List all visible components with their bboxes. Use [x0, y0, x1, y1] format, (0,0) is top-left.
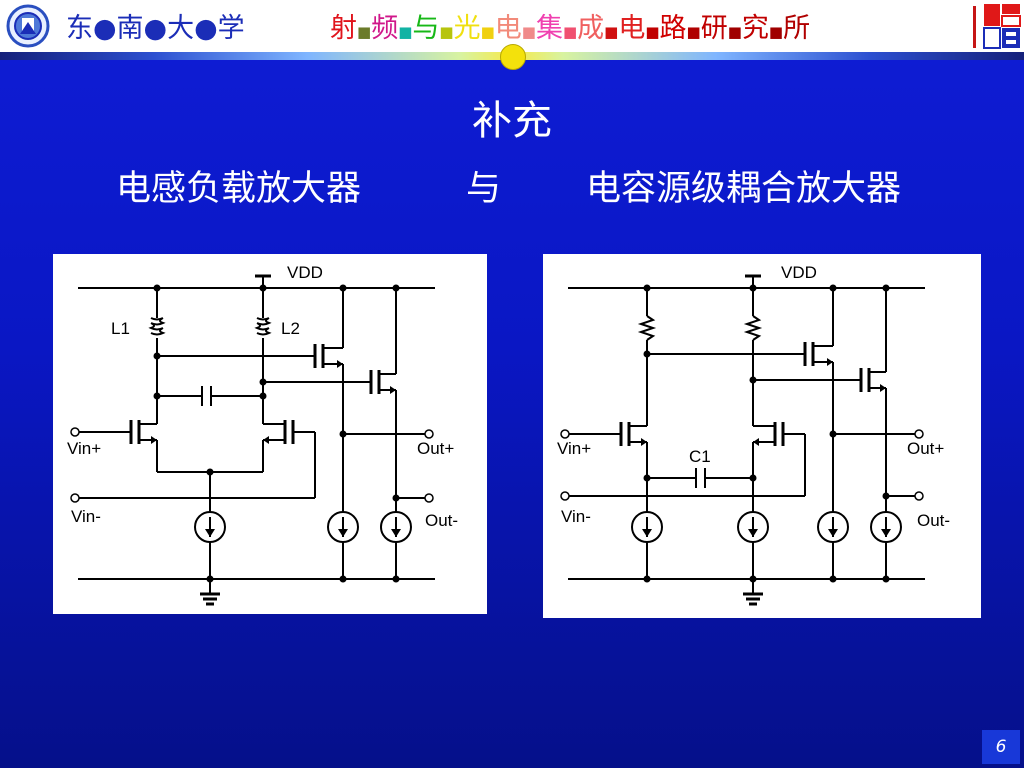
- label-out-plus: Out+: [417, 439, 454, 458]
- institute-name-char: 电: [618, 13, 646, 44]
- institute-name-char: ■: [562, 23, 578, 41]
- inductive-load-amplifier-diagram: VDD L1 L2 Vin+ Vin- Out+ Out-: [53, 254, 487, 614]
- university-logo: [6, 4, 50, 48]
- capacitive-coupled-amplifier-diagram: VDD C1 Vin+ Vin- Out+ Out-: [543, 254, 981, 618]
- institute-logo: [983, 4, 1021, 49]
- label-vdd: VDD: [287, 263, 323, 282]
- label-vin-plus: Vin+: [557, 439, 591, 458]
- institute-name-char: ■: [604, 23, 619, 41]
- institute-name-char: 电: [494, 13, 522, 44]
- label-vin-minus: Vin-: [561, 507, 591, 526]
- label-vdd: VDD: [781, 263, 817, 282]
- university-name: 东●南●大●学: [66, 13, 245, 44]
- institute-name-char: 与: [412, 13, 440, 44]
- institute-name-char: ■: [727, 23, 742, 41]
- label-c1: C1: [689, 447, 711, 466]
- institute-name-char: 光: [453, 13, 481, 44]
- slide-title: 补充: [472, 98, 552, 144]
- institute-name-char: 射: [330, 13, 357, 44]
- institute-name-char: 所: [783, 13, 811, 44]
- institute-name-char: ■: [357, 23, 372, 41]
- institute-name-char: 频: [371, 13, 399, 44]
- label-out-plus: Out+: [907, 439, 944, 458]
- label-vin-plus: Vin+: [67, 439, 101, 458]
- label-l1: L1: [111, 319, 130, 338]
- label-l2: L2: [281, 319, 300, 338]
- institute-name-char: 研: [700, 13, 728, 44]
- header-accent-dot: [500, 44, 526, 70]
- institute-name-char: ■: [768, 23, 784, 41]
- institute-name-char: ■: [398, 23, 413, 41]
- header-bar: [0, 0, 1024, 52]
- institute-name-char: ■: [521, 23, 536, 41]
- institute-name-char: 究: [741, 13, 769, 44]
- header-separator: [973, 6, 976, 48]
- institute-name: 射■频■与■光■电■集■成■电■路■研■究■所: [330, 6, 810, 45]
- subtitle-capacitive-coupled: 电容源级耦合放大器: [586, 169, 902, 209]
- institute-name-char: ■: [480, 23, 495, 41]
- institute-name-char: ■: [439, 23, 454, 41]
- institute-name-char: ■: [686, 23, 701, 41]
- institute-name-char: 路: [659, 13, 687, 44]
- institute-name-char: ■: [645, 23, 660, 41]
- institute-name-char: 集: [535, 13, 563, 44]
- page-number: 6: [982, 730, 1020, 764]
- institute-name-char: 成: [577, 13, 605, 44]
- subtitle-and: 与: [466, 169, 502, 209]
- label-out-minus: Out-: [425, 511, 458, 530]
- label-out-minus: Out-: [917, 511, 950, 530]
- subtitle-inductive-load: 电感负载放大器: [116, 169, 362, 209]
- label-vin-minus: Vin-: [71, 507, 101, 526]
